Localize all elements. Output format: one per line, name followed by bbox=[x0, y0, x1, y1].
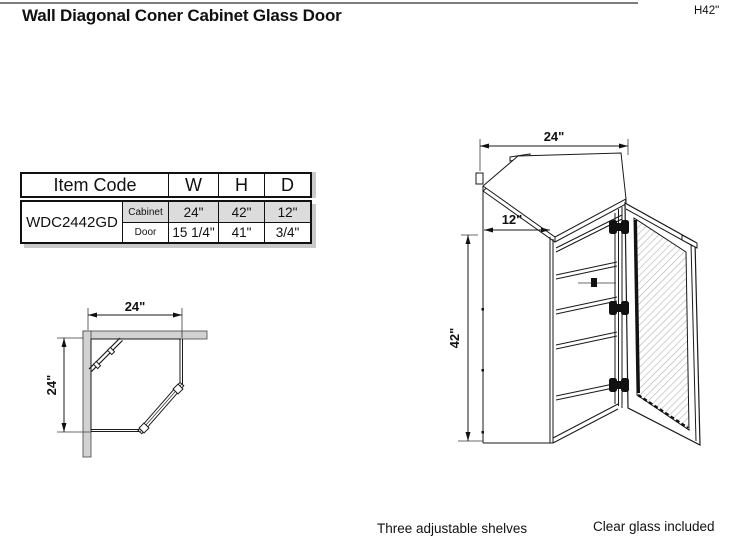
cabinet-h: 42" bbox=[218, 202, 264, 222]
header-d: D bbox=[264, 174, 310, 196]
hinge-mark bbox=[92, 360, 102, 370]
cabinet-top bbox=[482, 152, 627, 243]
cabinet-d: 12" bbox=[264, 202, 310, 222]
header-rule bbox=[0, 2, 638, 4]
item-code-value: WDC2442GD bbox=[26, 213, 118, 231]
hinge-icon bbox=[609, 378, 629, 392]
door-hinges bbox=[609, 220, 629, 392]
height-note: H42" bbox=[694, 5, 720, 17]
door-top-corner bbox=[681, 234, 698, 249]
shelf-pin bbox=[591, 278, 597, 287]
spec-table-header: Item Code W H D bbox=[20, 172, 312, 198]
door-w: 15 1/4" bbox=[168, 222, 218, 242]
plan-cabinet-outline bbox=[90, 338, 183, 432]
caption-shelves: Three adjustable shelves bbox=[377, 521, 528, 536]
plan-depth-label: 24" bbox=[44, 375, 59, 396]
page-title: Wall Diagonal Coner Cabinet Glass Door bbox=[22, 6, 342, 25]
adjustable-shelves bbox=[555, 261, 618, 350]
hinge-icon bbox=[609, 220, 629, 234]
header-h: H bbox=[218, 174, 264, 196]
header-item-code: Item Code bbox=[53, 174, 137, 195]
cabinet-w: 24" bbox=[168, 202, 218, 222]
persp-height-dimension: 42" bbox=[450, 234, 483, 442]
glass-panel bbox=[633, 217, 690, 431]
wall-left bbox=[82, 330, 92, 458]
persp-width-dimension: 24" bbox=[479, 129, 629, 171]
plan-width-dimension: 24" bbox=[87, 299, 183, 338]
persp-width-label: 24" bbox=[544, 129, 565, 144]
persp-height-label: 42" bbox=[450, 328, 462, 349]
plan-door-front bbox=[137, 381, 185, 435]
door-d: 3/4" bbox=[264, 222, 310, 242]
persp-side-dimension: 12" bbox=[484, 212, 550, 233]
caption-glass: Clear glass included bbox=[593, 519, 715, 534]
perspective-view-diagram: 24" 12" 42" bbox=[450, 129, 701, 446]
door-h: 41" bbox=[218, 222, 264, 242]
plan-door-open bbox=[88, 337, 123, 372]
row-label-door: Door bbox=[122, 222, 168, 242]
wall-top bbox=[82, 330, 208, 340]
glass-door bbox=[624, 201, 701, 446]
persp-side-label: 12" bbox=[502, 212, 523, 227]
plan-view-diagram: 24" 24" bbox=[44, 299, 208, 458]
row-label-cabinet: Cabinet bbox=[122, 202, 168, 222]
plan-width-label: 24" bbox=[125, 299, 146, 314]
hinge-mark bbox=[106, 346, 116, 356]
spec-table-body: WDC2442GD Cabinet 24" 42" 12" Door 15 1/… bbox=[20, 200, 312, 244]
hang-rail-left bbox=[475, 172, 484, 185]
hinge-icon bbox=[609, 301, 629, 315]
plan-depth-dimension: 24" bbox=[44, 337, 91, 433]
header-w: W bbox=[168, 174, 218, 196]
